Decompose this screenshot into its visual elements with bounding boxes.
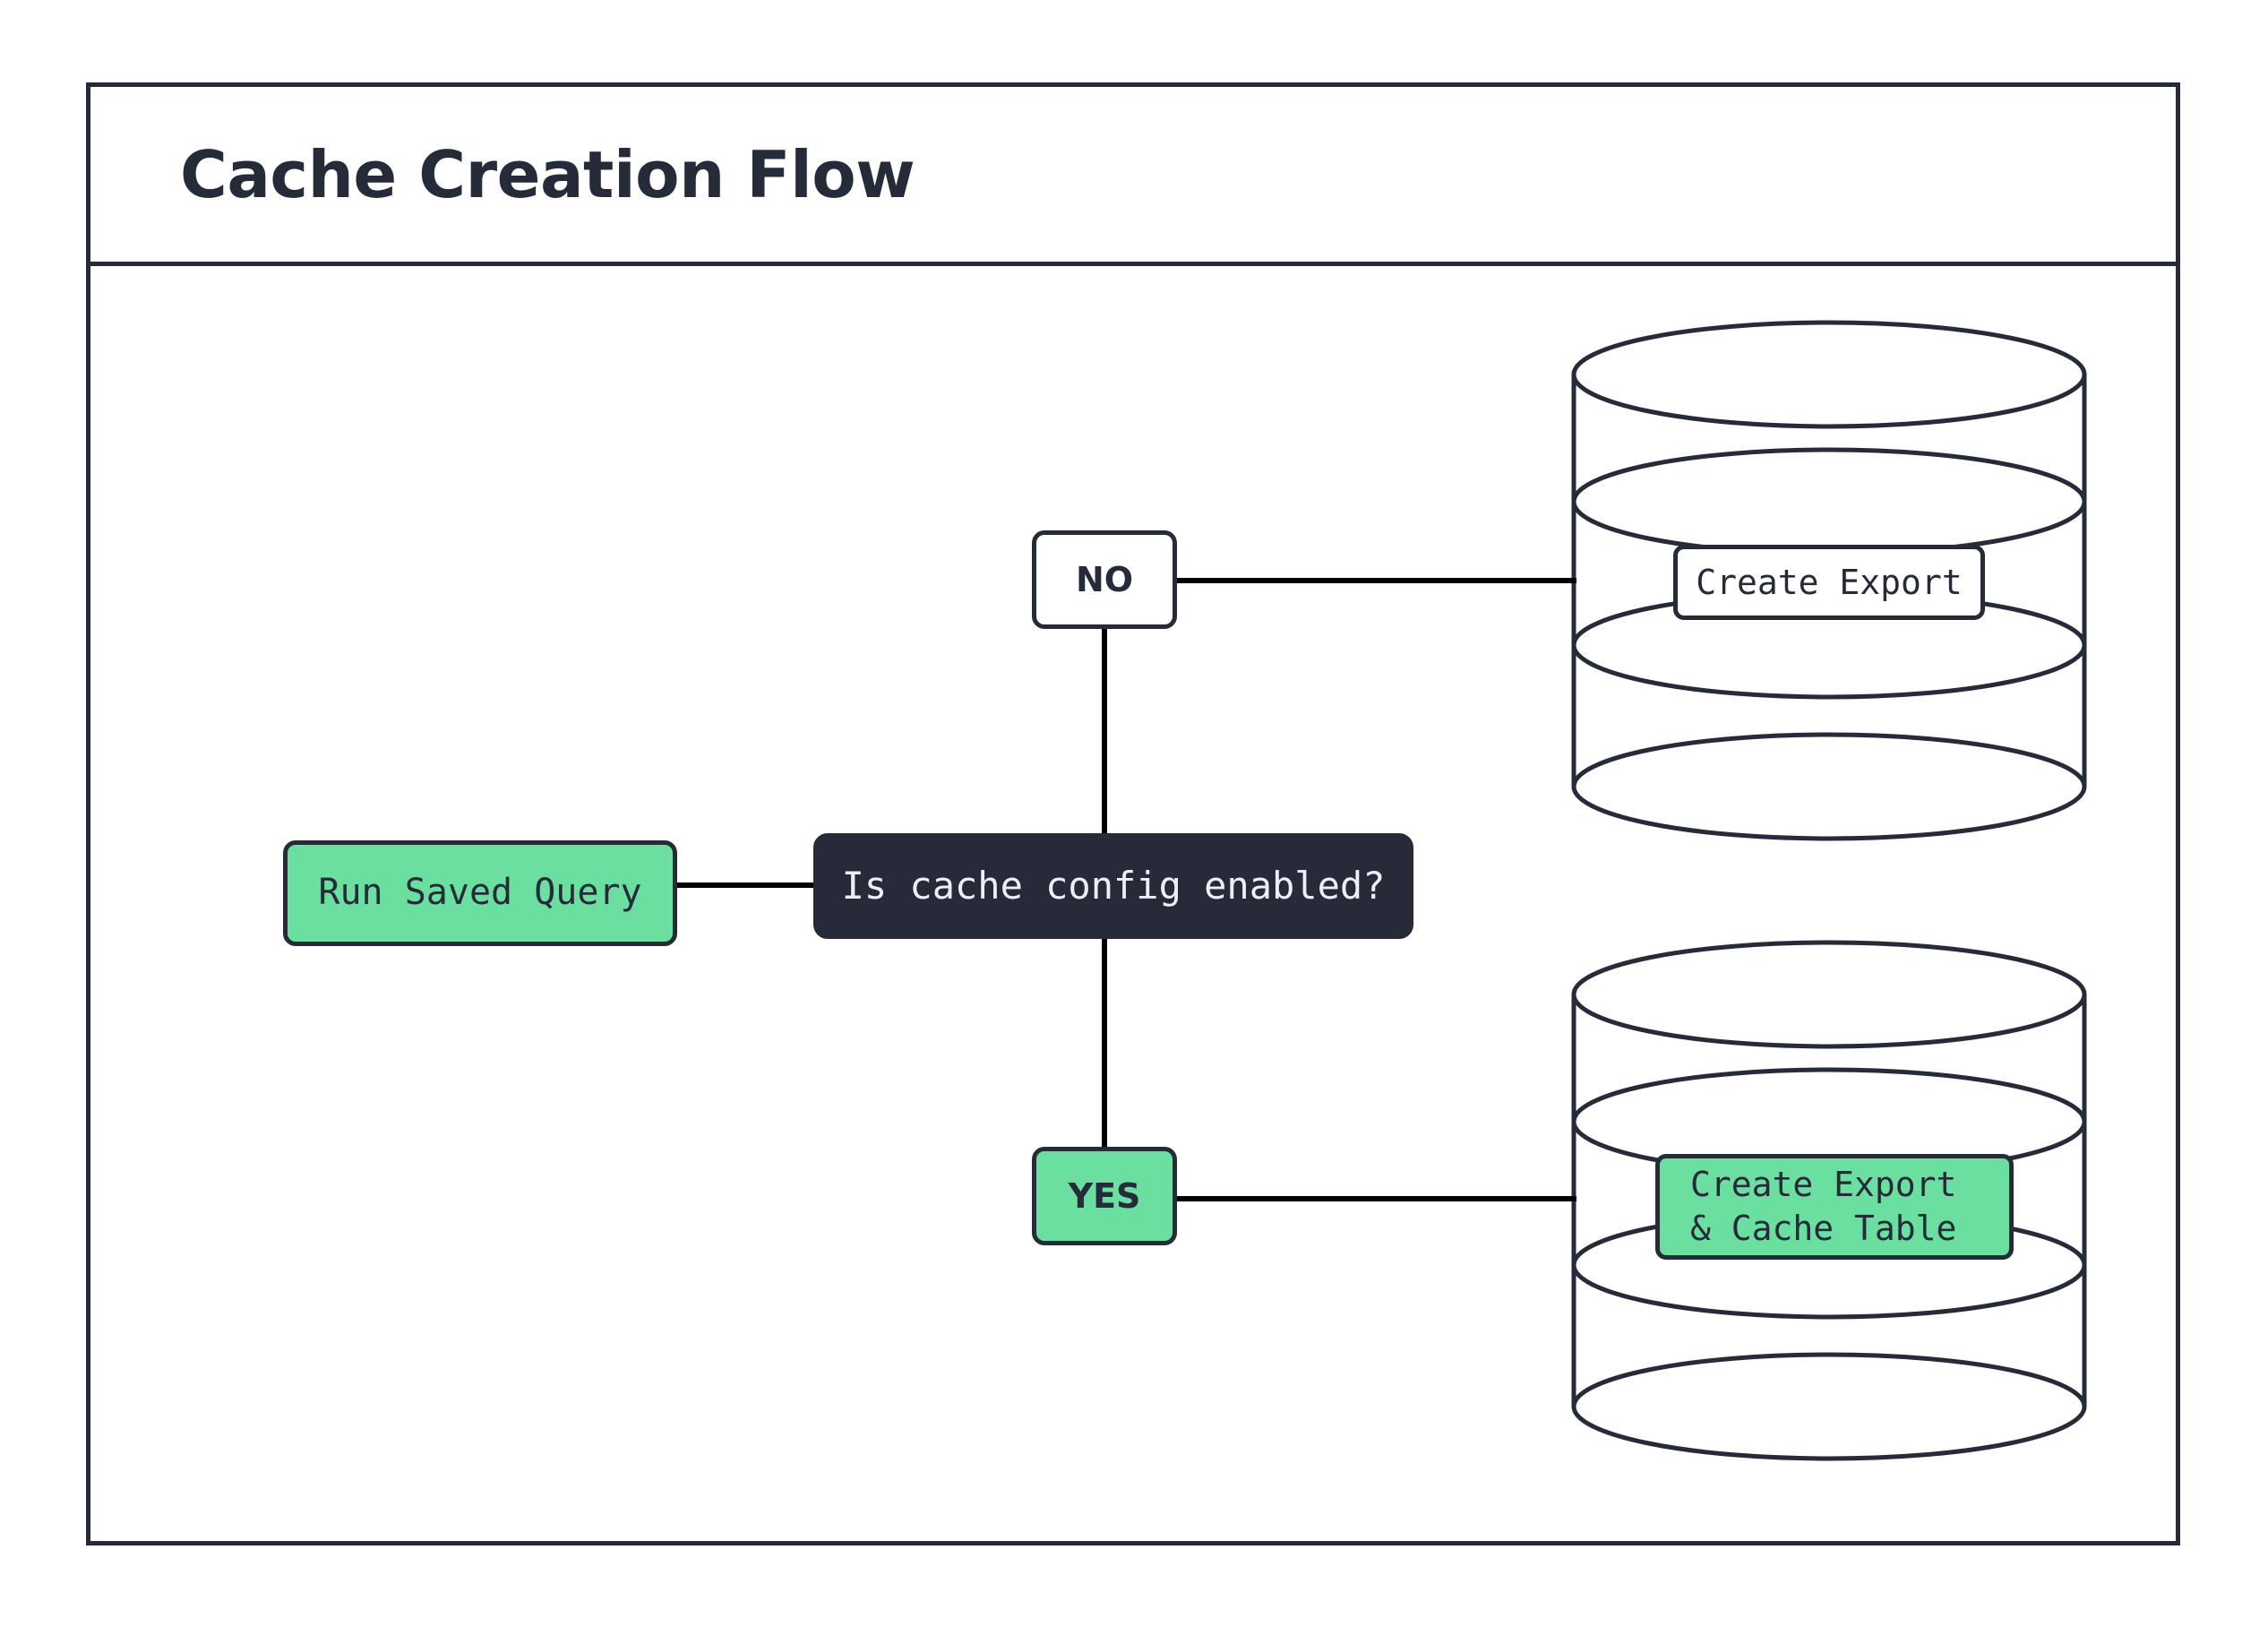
- node-create-export-and-cache-table[interactable]: Create Export & Cache Table: [1655, 1154, 2014, 1260]
- node-decision-is-cache-config-enabled[interactable]: Is cache config enabled?: [813, 833, 1413, 939]
- node-create-export-cache-line2: & Cache Table: [1690, 1209, 1957, 1248]
- page-title: Cache Creation Flow: [180, 136, 915, 212]
- node-run-saved-query[interactable]: Run Saved Query: [283, 840, 677, 946]
- node-create-export-cache-line1: Create Export: [1690, 1165, 1957, 1205]
- diagram-frame: Cache Creation Flow: [86, 82, 2180, 1545]
- diagram-header: Cache Creation Flow: [90, 87, 2176, 266]
- node-create-export[interactable]: Create Export: [1673, 545, 1985, 620]
- branch-label-yes[interactable]: YES: [1032, 1147, 1177, 1245]
- branch-label-no[interactable]: NO: [1032, 530, 1177, 629]
